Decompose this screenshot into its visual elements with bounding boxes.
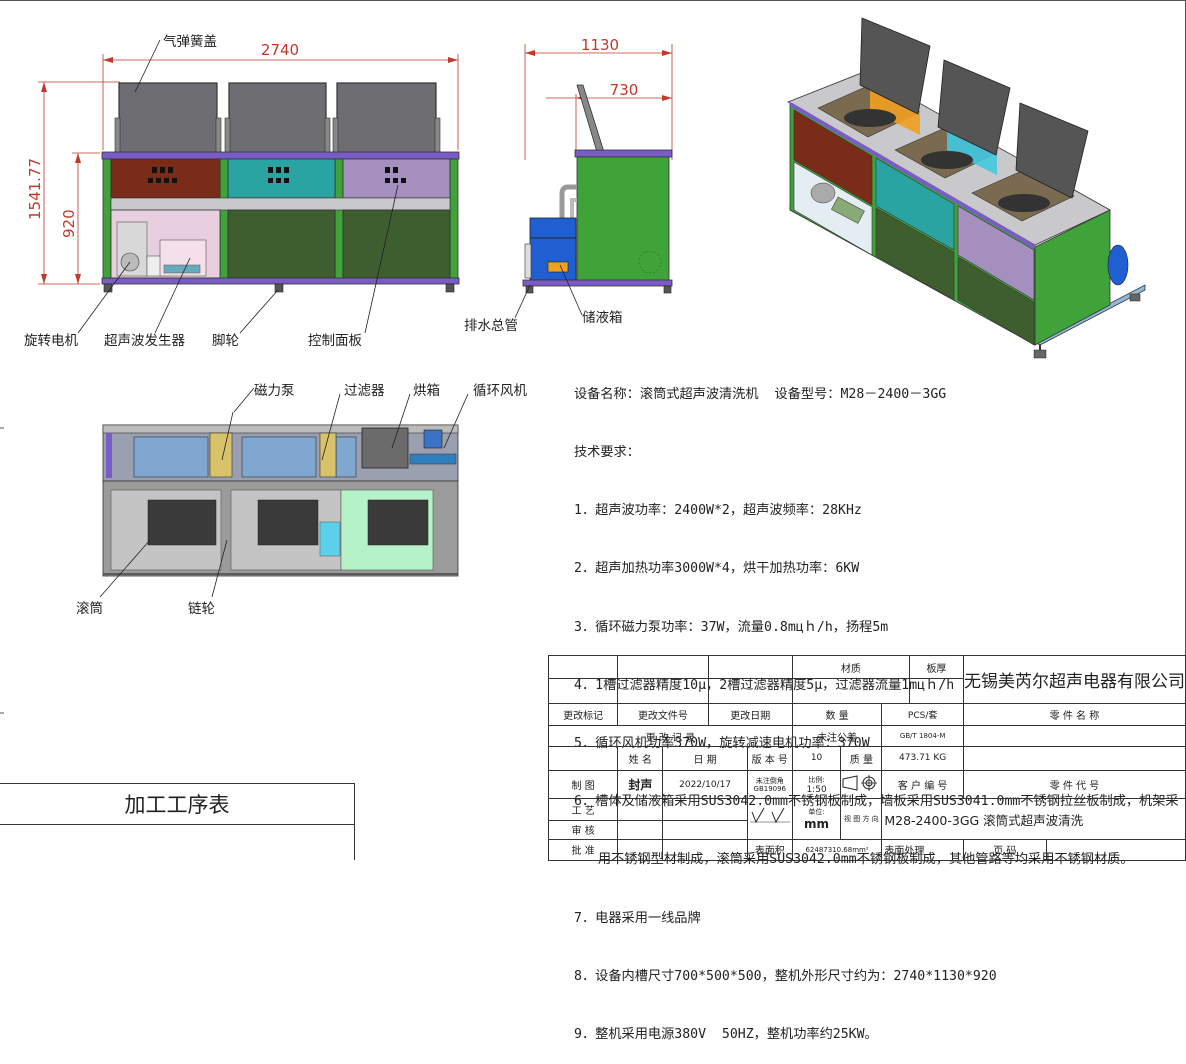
view-dir-label: 视 图 方 向 [840, 798, 883, 840]
label-storage-tank: 储液箱 [582, 310, 623, 326]
spec-line: 3．循环磁力泵功率：37W，流量0.8mцｈ/h，扬程5m [574, 619, 889, 635]
customer-no-label: 客 户 编 号 [881, 769, 964, 800]
part-code-label: 零 件 代 号 [962, 769, 1186, 800]
spec-line: 8．设备内槽尺寸700*500*500，整机外形尺寸约为：2740*1130*9… [574, 968, 997, 984]
surface-area-label: 表面积 [746, 838, 793, 862]
projection-symbol-icon [840, 769, 883, 800]
dim-depth-text: 1130 [581, 36, 619, 54]
spec-line: 设备名称：滚筒式超声波清洗机 设备型号：M28－2400－3GG [574, 386, 947, 402]
date-label: 日 期 [662, 746, 748, 771]
model-code: M28-2400-3GG 滚筒式超声波清洗 [881, 798, 1186, 840]
draw-date: 2022/10/17 [662, 769, 748, 800]
quantity-label: 数 量 [791, 702, 883, 727]
name-label: 姓 名 [617, 746, 664, 771]
unit-cell: 单位:mm [791, 798, 842, 840]
change-record-label: 更 改 记 录 [548, 725, 793, 748]
label-control-panel: 控制面板 [308, 333, 362, 349]
approve-label: 批 准 [547, 838, 619, 862]
label-pneumatic-lid: 气弹簧盖 [163, 34, 217, 50]
label-rotary-motor: 旋转电机 [24, 333, 78, 349]
scale-label: 比例: [808, 775, 825, 784]
label-mag-pump: 磁力泵 [254, 383, 295, 399]
version-no-label: 版 本 号 [746, 746, 793, 771]
label-ultrasonic-generator: 超声波发生器 [104, 333, 185, 349]
mass-label: 质 量 [840, 746, 883, 771]
spec-line: 2．超声加热功率3000W*4，烘干加热功率：6KW [574, 561, 860, 577]
front-view: 2740 1541.77 920 [24, 34, 460, 349]
lids [114, 82, 441, 155]
spec-line: 7．电器采用一线品牌 [574, 910, 701, 926]
change-date-label: 更改日期 [707, 702, 793, 727]
tolerance-label: 未注公差 [791, 725, 883, 748]
process-table-title: 加工工序表 [0, 783, 355, 825]
review-label: 审 核 [547, 819, 619, 840]
unit-label: 单位: [808, 808, 825, 817]
dim-table-height: 920 [60, 152, 100, 284]
label-caster: 脚轮 [212, 333, 239, 349]
spec-line: 9．整机采用电源380V 50HZ，整机功率约25KW。 [574, 1027, 878, 1043]
title-block: 材质 板厚 无锡美芮尔超声电器有限公司 更改标记 更改文件号 更改日期 数 量 … [547, 654, 1186, 862]
isometric-view [787, 17, 1146, 359]
surface-treat-label: 表面处理 [881, 838, 964, 862]
chamfer-note: 未注倒角 GB19096 [746, 769, 793, 800]
surface-area-value: 62487310.68mm² [791, 838, 883, 862]
tolerance-std: GB/T 1804-M [881, 725, 964, 748]
label-oven: 烘箱 [413, 383, 440, 399]
dim-width: 2740 [102, 41, 459, 150]
label-fan: 循环风机 [473, 383, 527, 399]
drawing-canvas: 2740 1541.77 920 [0, 0, 1186, 860]
spec-line: 技术要求： [574, 445, 640, 461]
label-filter: 过滤器 [344, 383, 385, 399]
company-name: 无锡美芮尔超声电器有限公司 [962, 655, 1186, 704]
process-label: 工 艺 [547, 798, 619, 821]
dim-width-text: 2740 [261, 41, 299, 59]
dim-table-height-text: 920 [60, 209, 78, 238]
change-doc-label: 更改文件号 [617, 702, 709, 727]
dim-height: 1541.77 [26, 81, 120, 285]
roughness-symbol-icon [746, 798, 793, 840]
draw-label: 制 图 [547, 769, 619, 800]
thickness-header: 板厚 [908, 654, 964, 680]
scale-cell: 比例:1:50 [791, 769, 842, 800]
dim-height-text: 1541.77 [26, 158, 44, 220]
page-label: 页 码 [962, 838, 1047, 862]
spec-line: 1．超声波功率：2400W*2，超声波频率：28KHz [574, 503, 862, 519]
label-drum: 滚筒 [76, 600, 103, 617]
label-drain-pipe: 排水总管 [464, 318, 518, 334]
version-value: 10 [791, 746, 842, 771]
process-table-body [0, 823, 355, 860]
label-sprocket: 链轮 [188, 601, 215, 617]
part-name-label: 零 件 名 称 [962, 702, 1186, 727]
side-view: 1130 730 排水总管 储液箱 [464, 36, 673, 334]
scale-value: 1:50 [806, 784, 827, 795]
control-buttons [148, 167, 406, 183]
material-header: 材质 [791, 654, 910, 680]
top-view: 磁力泵 过滤器 烘箱 循环风机 滚筒 链轮 [76, 383, 527, 617]
drafter-name: 封声 [617, 769, 664, 800]
change-mark-label: 更改标记 [547, 702, 619, 727]
dim-inner-text: 730 [610, 81, 639, 99]
mass-value: 473.71 KG [881, 746, 964, 771]
unit-value: mm [804, 817, 830, 832]
pcs-value: PCS/套 [881, 702, 964, 727]
